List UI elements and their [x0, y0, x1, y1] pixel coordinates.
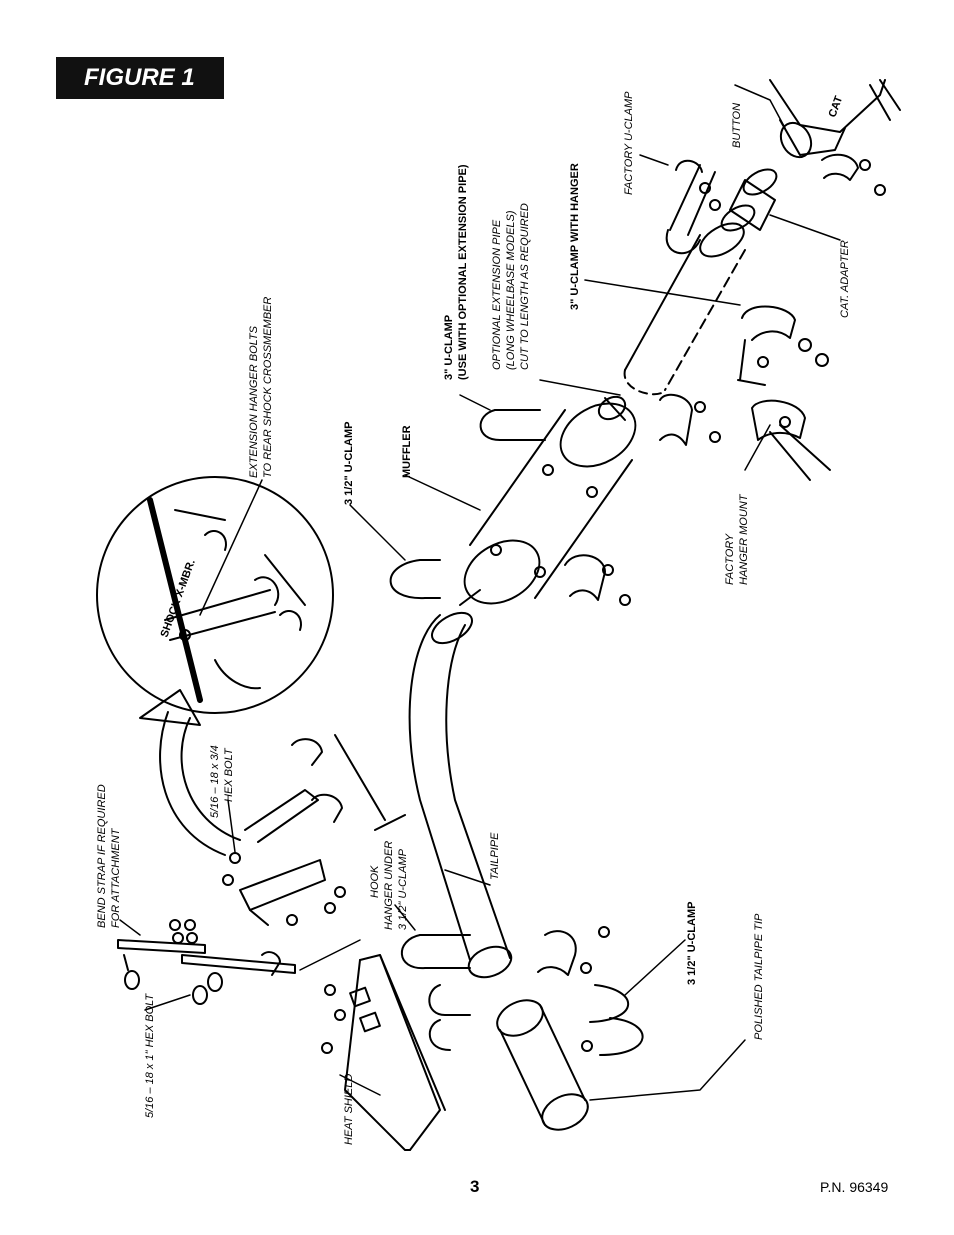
label-hex-bolt-34-1: 5/16 – 18 x 3/4 — [209, 745, 221, 818]
label-hook-hanger-2: HANGER UNDER — [383, 841, 395, 930]
page-number: 3 — [470, 1177, 480, 1196]
label-tailpipe: TAILPIPE — [489, 832, 501, 880]
extension-hanger-bracket — [222, 734, 406, 926]
label-button: BUTTON — [731, 103, 743, 148]
factory-hanger-mount — [751, 399, 831, 481]
label-ext-hanger-2: TO REAR SHOCK CROSSMEMBER — [262, 297, 274, 478]
u-clamp-312-top — [389, 554, 631, 606]
label-u-clamp-3: 3" U-CLAMP — [443, 315, 455, 380]
label-polished-tip: POLISHED TAILPIPE TIP — [753, 913, 765, 1040]
label-u-clamp-3-note: (USE WITH OPTIONAL EXTENSION PIPE) — [457, 164, 469, 380]
u-clamp-3-inch — [479, 393, 721, 446]
label-bend-strap-1: BEND STRAP IF REQUIRED — [96, 784, 108, 928]
label-cat: CAT — [827, 94, 846, 119]
factory-u-clamp — [665, 159, 721, 255]
label-optional-ext-1: OPTIONAL EXTENSION PIPE — [491, 219, 503, 370]
label-factory-hanger-2: HANGER MOUNT — [738, 493, 750, 585]
leader-lines — [119, 84, 841, 1101]
label-bend-strap-2: FOR ATTACHMENT — [110, 827, 122, 928]
catalytic-converter — [769, 79, 901, 159]
label-u-clamp-312-top: 3 1/2" U-CLAMP — [343, 422, 355, 505]
label-factory-u-clamp: FACTORY U-CLAMP — [623, 91, 635, 195]
part-number: P.N. 96349 — [820, 1179, 889, 1195]
label-heat-shield: HEAT SHIELD — [343, 1074, 355, 1145]
label-cat-adapter: CAT. ADAPTER — [839, 240, 851, 318]
label-muffler: MUFFLER — [401, 425, 413, 478]
label-factory-hanger-1: FACTORY — [724, 533, 736, 585]
label-u-clamp-312-low: 3 1/2" U-CLAMP — [686, 902, 698, 985]
label-ext-hanger-1: EXTENSION HANGER BOLTS — [248, 325, 260, 478]
optional-extension-pipe — [623, 222, 746, 396]
polished-tailpipe-tip — [496, 999, 589, 1131]
heat-shield — [321, 954, 446, 1151]
callout-arrow — [139, 689, 241, 856]
tailpipe — [408, 589, 513, 979]
detail-circle — [96, 476, 334, 714]
label-hook-hanger-3: 3 1/2" U-CLAMP — [397, 848, 409, 930]
hook-hanger-strap — [117, 919, 296, 1005]
label-optional-ext-2: (LONG WHEELBASE MODELS) — [505, 210, 517, 370]
label-optional-ext-3: CUT TO LENGTH AS REQUIRED — [519, 203, 531, 370]
label-hook-hanger-1: HOOK — [369, 865, 381, 898]
label-u-clamp-with-hanger: 3" U-CLAMP WITH HANGER — [569, 163, 581, 310]
label-hex-bolt-34-2: HEX BOLT — [223, 747, 235, 802]
u-clamp-312-low — [400, 926, 644, 1056]
label-shock-xmbr: SHOCK X-MBR. — [159, 558, 198, 639]
u-clamp-with-hanger — [737, 305, 829, 386]
figure-title: FIGURE 1 — [56, 57, 224, 99]
cat-adapter — [720, 153, 886, 232]
muffler — [463, 395, 637, 605]
label-hex-bolt: 5/16 – 18 x 1" HEX BOLT — [144, 993, 156, 1118]
